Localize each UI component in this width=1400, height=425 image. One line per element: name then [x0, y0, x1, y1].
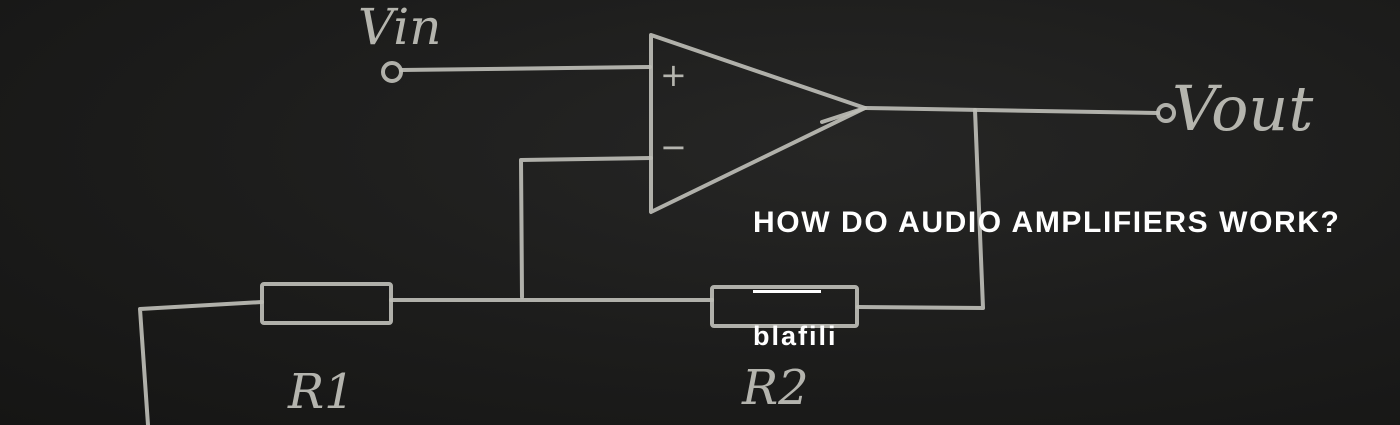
r2-label: R2	[741, 360, 809, 416]
r1-label: R1	[287, 364, 355, 420]
minus-sign: −	[660, 128, 687, 166]
opamp-triangle	[649, 33, 867, 214]
resistor-r1	[260, 282, 393, 325]
inverting-input-wire	[519, 156, 653, 299]
output-terminal	[1156, 103, 1176, 123]
input-wire	[399, 65, 652, 72]
vin-label: Vin	[358, 0, 441, 56]
title-divider	[753, 290, 821, 293]
opamp-tip-stroke	[820, 106, 867, 124]
post-meta: HOW DO AUDIO AMPLIFIERS WORK? blafili	[753, 203, 1393, 353]
input-terminal	[381, 61, 403, 83]
vout-label: Vout	[1172, 72, 1313, 145]
resistor-r2	[710, 285, 859, 328]
output-wire	[863, 106, 1160, 115]
feedback-wire	[856, 108, 985, 310]
author-link[interactable]: blafili	[753, 321, 838, 351]
plus-sign: +	[660, 56, 687, 94]
post-title: HOW DO AUDIO AMPLIFIERS WORK?	[753, 206, 1341, 239]
r1-left-wire	[138, 300, 264, 425]
